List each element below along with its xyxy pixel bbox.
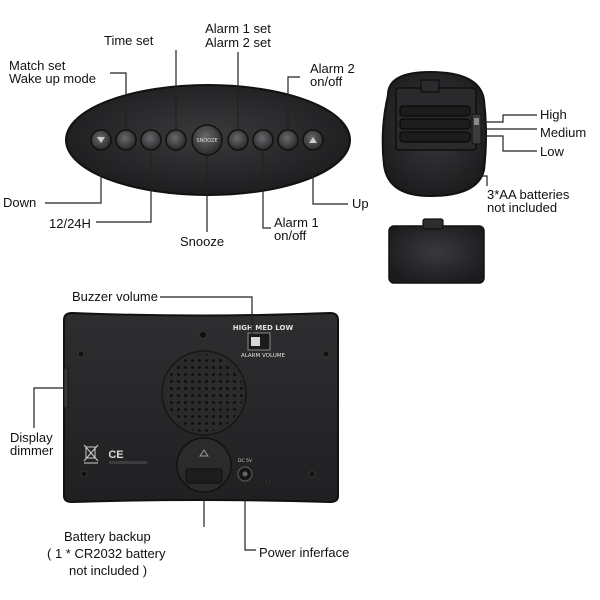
power-jack[interactable] <box>237 466 253 482</box>
alarm2-leader <box>287 76 300 130</box>
high-leader <box>480 114 537 123</box>
high-label: High <box>540 107 567 122</box>
down-leader <box>45 150 102 204</box>
display-dimmer-label-line1: Display <box>10 430 53 445</box>
h1224-leader <box>96 150 152 223</box>
alarm1-onoff-leader <box>262 150 271 229</box>
screw-holes <box>77 331 330 484</box>
battery-slot-1 <box>399 105 471 117</box>
battery-backup-label-line2: ( 1 * CR2032 battery <box>47 546 166 561</box>
battery-backup-label-line1: Battery backup <box>64 529 151 544</box>
batteries-label-line1: 3*AA batteries <box>487 187 570 202</box>
alarm1-set-label: Alarm 1 set <box>205 21 271 36</box>
power-interface-leader <box>244 482 256 551</box>
low-leader <box>480 135 537 152</box>
up-button[interactable] <box>302 129 324 151</box>
snooze-button[interactable]: SNOOZE <box>191 124 223 156</box>
down-label: Down <box>3 195 37 210</box>
snooze-label: Snooze <box>180 234 225 249</box>
alarm2-set-label: Alarm 2 set <box>205 35 271 50</box>
top-button-panel: SNOOZE <box>65 84 351 196</box>
battery-cover <box>388 218 485 284</box>
product-label-text <box>109 461 147 464</box>
match-set-button[interactable] <box>115 129 137 151</box>
dimmer-wheel[interactable] <box>63 367 69 409</box>
alarm1-onoff-label-line2: on/off <box>274 228 307 243</box>
down-button[interactable] <box>90 129 112 151</box>
top-panel-leader-lines <box>45 50 348 232</box>
back-panel-leader-lines <box>33 296 256 551</box>
match-set-label: Match set <box>9 58 66 73</box>
battery-backup-cover[interactable] <box>176 437 232 493</box>
time-set-button[interactable] <box>165 129 187 151</box>
back-panel: CE DC 5V <box>63 311 339 504</box>
up-leader <box>312 150 348 205</box>
dc-input-label: DC 5V <box>238 458 253 464</box>
time-set-label: Time set <box>104 33 154 48</box>
screw-hole <box>77 350 85 358</box>
alarm2-onoff-label-line2: on/off <box>310 74 343 89</box>
wake-up-mode-label: Wake up mode <box>9 71 96 86</box>
h1224-button[interactable] <box>140 129 162 151</box>
alarm2-onoff-button[interactable] <box>277 129 299 151</box>
batteries-leader <box>461 170 488 186</box>
battery-slot-2 <box>399 118 471 130</box>
buzzer-volume-label: Buzzer volume <box>72 289 158 304</box>
speaker-grille <box>161 350 247 436</box>
match-set-leader <box>110 72 127 130</box>
power-interface-label: Power inferface <box>259 545 350 560</box>
alarm2-onoff-label-line1: Alarm 2 <box>310 61 355 76</box>
battery-slot-3 <box>399 131 471 143</box>
ce-mark: CE <box>108 449 123 461</box>
buzzer-volume-leader <box>160 296 253 336</box>
volume-switch-text: HIGH MED LOW <box>233 324 294 332</box>
battery-backup-label-line3: not included ) <box>69 563 148 578</box>
display-dimmer-label-line2: dimmer <box>10 443 54 458</box>
screw-hole <box>308 470 316 478</box>
medium-label: Medium <box>540 125 587 140</box>
snooze-button-text: SNOOZE <box>196 138 217 144</box>
alarm1-onoff-button[interactable] <box>252 129 274 151</box>
screw-hole <box>199 331 207 339</box>
display-dimmer-leader <box>33 387 64 428</box>
brightness-switch[interactable] <box>471 113 482 145</box>
volume-caption: ALARM VOLUME <box>241 353 286 359</box>
weee-bin-icon <box>83 444 99 464</box>
alarm1-onoff-label-line1: Alarm 1 <box>274 215 319 230</box>
volume-switch[interactable] <box>247 332 271 351</box>
screw-hole <box>80 470 88 478</box>
up-label: Up <box>352 196 369 211</box>
screw-hole <box>266 480 270 484</box>
screw-hole <box>322 350 330 358</box>
battery-compartment <box>381 70 487 198</box>
low-label: Low <box>540 144 564 159</box>
battery-slots <box>399 105 471 143</box>
h1224-label: 12/24H <box>49 216 91 231</box>
batteries-label-line2: not included <box>487 200 558 215</box>
battery-leader-lines <box>461 114 537 186</box>
alarm-set-button[interactable] <box>227 129 249 151</box>
